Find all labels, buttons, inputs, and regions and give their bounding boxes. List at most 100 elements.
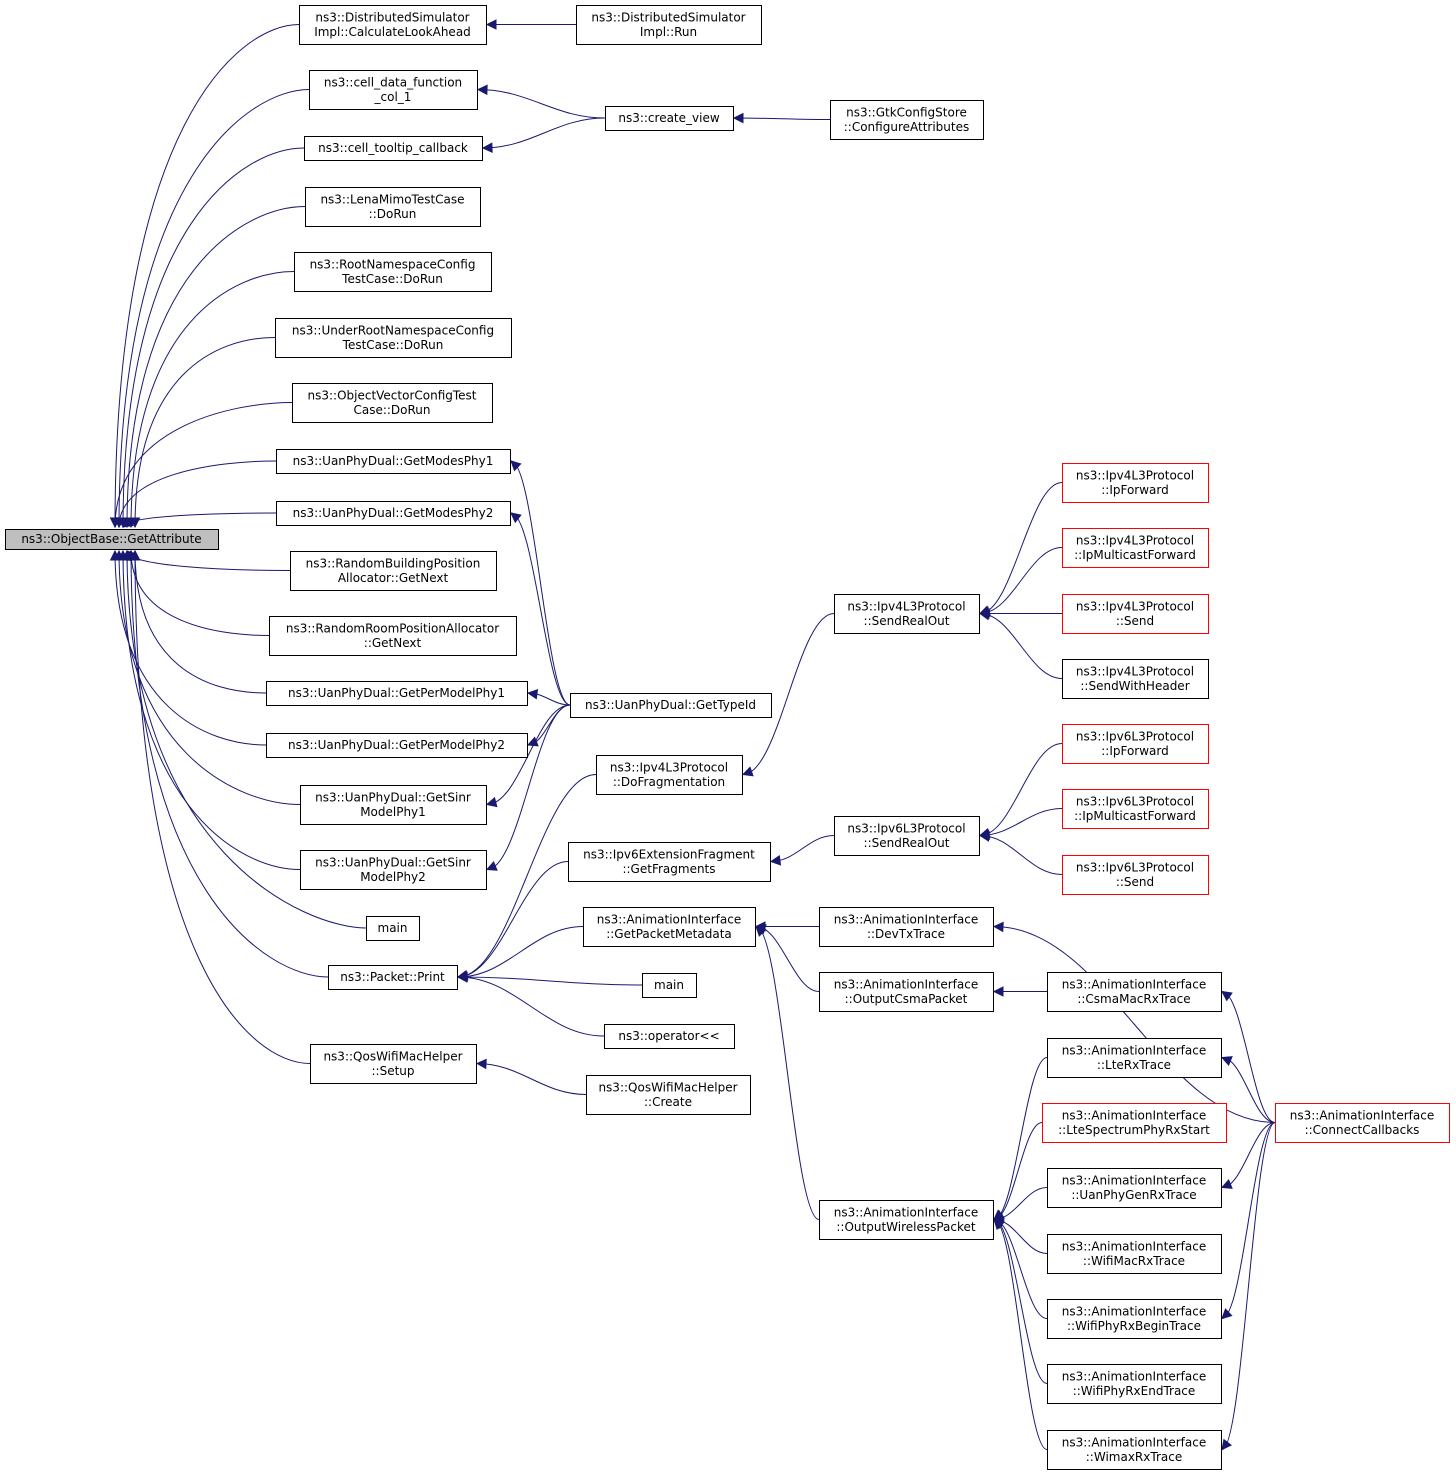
node-label: ns3::Ipv4L3Protocol (847, 599, 965, 613)
node-n45[interactable]: ns3::AnimationInterface::WifiMacRxTrace (1047, 1234, 1222, 1274)
node-n21[interactable]: ns3::QosWifiMacHelper::Setup (310, 1044, 477, 1084)
node-n11[interactable]: ns3::UanPhyDual::GetModesPhy1 (276, 449, 511, 474)
node-n35[interactable]: ns3::Ipv6L3Protocol::IpForward (1062, 724, 1209, 764)
edge-n4-n3 (477, 89, 606, 119)
node-n20[interactable]: ns3::Packet::Print (328, 965, 458, 990)
node-n49[interactable]: ns3::AnimationInterface::ConnectCallback… (1275, 1103, 1450, 1143)
node-n44[interactable]: ns3::AnimationInterface::UanPhyGenRxTrac… (1047, 1168, 1222, 1208)
arrowhead (476, 84, 488, 96)
node-n9[interactable]: ns3::UnderRootNamespaceConfigTestCase::D… (275, 318, 512, 358)
node-n32[interactable]: ns3::Ipv4L3Protocol::Send (1062, 594, 1209, 634)
node-n1[interactable]: ns3::DistributedSimulatorImpl::Calculate… (299, 5, 487, 45)
node-n12[interactable]: ns3::UanPhyDual::GetModesPhy2 (276, 501, 511, 526)
node-box (586, 1075, 751, 1115)
node-label: ns3::QosWifiMacHelper (323, 1049, 462, 1063)
node-label: ns3::UanPhyDual::GetModesPhy2 (293, 506, 494, 520)
node-n19[interactable]: main (366, 916, 420, 941)
node-n3[interactable]: ns3::cell_data_function_col_1 (309, 70, 478, 110)
node-n37[interactable]: ns3::Ipv6L3Protocol::Send (1062, 855, 1209, 895)
arrowhead (1220, 1056, 1233, 1066)
node-n13[interactable]: ns3::RandomBuildingPositionAllocator::Ge… (290, 551, 497, 591)
node-n39[interactable]: ns3::AnimationInterface::OutputCsmaPacke… (819, 972, 994, 1012)
node-label: ns3::Ipv6L3Protocol (847, 821, 965, 835)
node-label: ns3::AnimationInterface (1062, 1435, 1206, 1449)
node-n28[interactable]: ns3::operator<< (604, 1024, 735, 1049)
edge-n43-n41 (993, 1122, 1043, 1220)
node-label: ns3::Ipv4L3Protocol (1076, 599, 1194, 613)
node-box (276, 449, 511, 474)
node-box (309, 70, 478, 110)
node-label: ::UanPhyGenRxTrace (1071, 1188, 1196, 1202)
node-box (1062, 463, 1209, 503)
node-n16[interactable]: ns3::UanPhyDual::GetPerModelPhy2 (266, 733, 528, 758)
node-n31[interactable]: ns3::Ipv4L3Protocol::IpMulticastForward (1062, 528, 1209, 568)
node-n15[interactable]: ns3::UanPhyDual::GetPerModelPhy1 (266, 681, 528, 706)
edge-n48-n41 (993, 1219, 1048, 1450)
node-box (328, 965, 458, 990)
edge-n24-n20 (457, 774, 597, 978)
node-label: ns3::ObjectVectorConfigTest (307, 388, 476, 402)
edge-n34-n25 (770, 835, 835, 862)
node-n42[interactable]: ns3::AnimationInterface::LteRxTrace (1047, 1038, 1222, 1078)
node-label: ModelPhy2 (360, 870, 426, 884)
node-label: ns3::AnimationInterface (1062, 1173, 1206, 1187)
node-n7[interactable]: ns3::LenaMimoTestCase::DoRun (305, 187, 481, 227)
node-label: ::LteSpectrumPhyRxStart (1058, 1123, 1210, 1137)
node-label: Case::DoRun (353, 403, 430, 417)
node-n5[interactable]: ns3::GtkConfigStore::ConfigureAttributes (830, 100, 984, 140)
node-label: ::GetNext (364, 636, 422, 650)
node-n36[interactable]: ns3::Ipv6L3Protocol::IpMulticastForward (1062, 789, 1209, 829)
node-n14[interactable]: ns3::RandomRoomPositionAllocator::GetNex… (269, 616, 517, 656)
node-n46[interactable]: ns3::AnimationInterface::WifiPhyRxBeginT… (1047, 1299, 1222, 1339)
nodes-layer: ns3::ObjectBase::GetAttribute ns3::Distri… (5, 5, 1450, 1470)
node-label: ::Create (644, 1095, 692, 1109)
node-n24[interactable]: ns3::Ipv4L3Protocol::DoFragmentation (596, 755, 743, 795)
node-label: ::Setup (371, 1064, 414, 1078)
node-n22[interactable]: ns3::QosWifiMacHelper::Create (586, 1075, 751, 1115)
node-n25[interactable]: ns3::Ipv6ExtensionFragment::GetFragments (568, 842, 771, 882)
node-label: ::IpMulticastForward (1074, 548, 1196, 562)
node-n47[interactable]: ns3::AnimationInterface::WifiPhyRxEndTra… (1047, 1364, 1222, 1404)
arrowhead (485, 860, 498, 871)
node-label: ModelPhy1 (360, 805, 426, 819)
node-n26[interactable]: ns3::AnimationInterface::GetPacketMetada… (583, 907, 756, 947)
edge-n29-n24 (742, 613, 835, 775)
node-label: ::DoRun (369, 207, 417, 221)
node-label: ns3::QosWifiMacHelper (598, 1080, 737, 1094)
node-n29[interactable]: ns3::Ipv4L3Protocol::SendRealOut (834, 594, 980, 634)
node-n27[interactable]: main (642, 973, 697, 998)
node-label: ns3::AnimationInterface (1062, 1108, 1206, 1122)
node-label: ns3::DistributedSimulator (315, 10, 469, 24)
arrowhead (993, 1218, 1005, 1231)
node-n41[interactable]: ns3::AnimationInterface::OutputWirelessP… (819, 1200, 994, 1240)
node-box (1047, 972, 1222, 1012)
node-n48[interactable]: ns3::AnimationInterface::WimaxRxTrace (1047, 1430, 1222, 1470)
node-n30[interactable]: ns3::Ipv4L3Protocol::IpForward (1062, 463, 1209, 503)
node-n34[interactable]: ns3::Ipv6L3Protocol::SendRealOut (834, 816, 980, 856)
node-label: ns3::Ipv6L3Protocol (1076, 729, 1194, 743)
node-label: ::SendRealOut (864, 614, 950, 628)
node-n33[interactable]: ns3::Ipv4L3Protocol::SendWithHeader (1062, 659, 1209, 699)
node-n23[interactable]: ns3::UanPhyDual::GetTypeId (570, 693, 772, 718)
node-n6[interactable]: ns3::cell_tooltip_callback (304, 136, 483, 161)
arrowhead (992, 986, 1004, 997)
node-label: ns3::Ipv4L3Protocol (1076, 664, 1194, 678)
node-n0[interactable]: ns3::ObjectBase::GetAttribute (5, 529, 219, 550)
node-n38[interactable]: ns3::AnimationInterface::DevTxTrace (819, 907, 994, 947)
node-n40[interactable]: ns3::AnimationInterface::CsmaMacRxTrace (1047, 972, 1222, 1012)
arrowhead (485, 796, 498, 808)
node-box (276, 501, 511, 526)
node-n43[interactable]: ns3::AnimationInterface::LteSpectrumPhyR… (1042, 1103, 1227, 1143)
node-label: ns3::AnimationInterface (1062, 1239, 1206, 1253)
node-n4[interactable]: ns3::create_view (605, 106, 734, 131)
node-label: ns3::Ipv6ExtensionFragment (583, 847, 755, 861)
node-box (1062, 659, 1209, 699)
node-label: ns3::Ipv6L3Protocol (1076, 794, 1194, 808)
node-label: ns3::DistributedSimulator (591, 10, 745, 24)
edge-n33-n29 (979, 613, 1063, 679)
